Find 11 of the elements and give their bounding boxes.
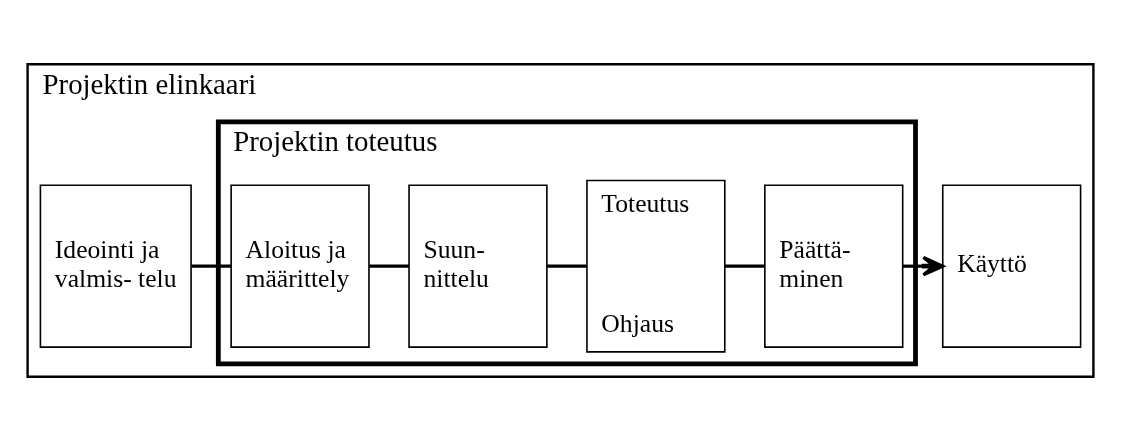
node-box: Aloitus ja määrittely <box>230 183 370 348</box>
node-box: Toteutus Ohjaus <box>586 179 726 353</box>
node-box: Käyttö <box>941 183 1082 348</box>
node-box: Päättä- minen <box>764 183 904 348</box>
connector <box>725 264 765 268</box>
connector <box>547 264 587 268</box>
arrow <box>902 255 945 276</box>
connector <box>369 264 409 268</box>
connector <box>191 264 232 268</box>
node-box: Suun- nittelu <box>408 183 548 348</box>
node-box: Ideointi ja valmis- telu <box>39 183 192 348</box>
